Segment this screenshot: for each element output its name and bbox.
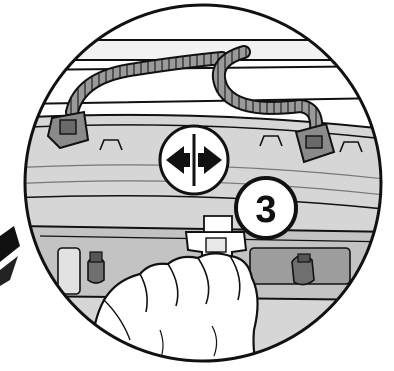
step-number: 3 [255,189,276,231]
step-badge: 3 [236,178,296,238]
diagonal-arrow-icon [0,226,20,286]
left-connector [48,112,88,148]
right-clip [292,254,314,285]
left-clip [88,252,104,283]
double-arrow-left-right-icon [160,126,228,194]
